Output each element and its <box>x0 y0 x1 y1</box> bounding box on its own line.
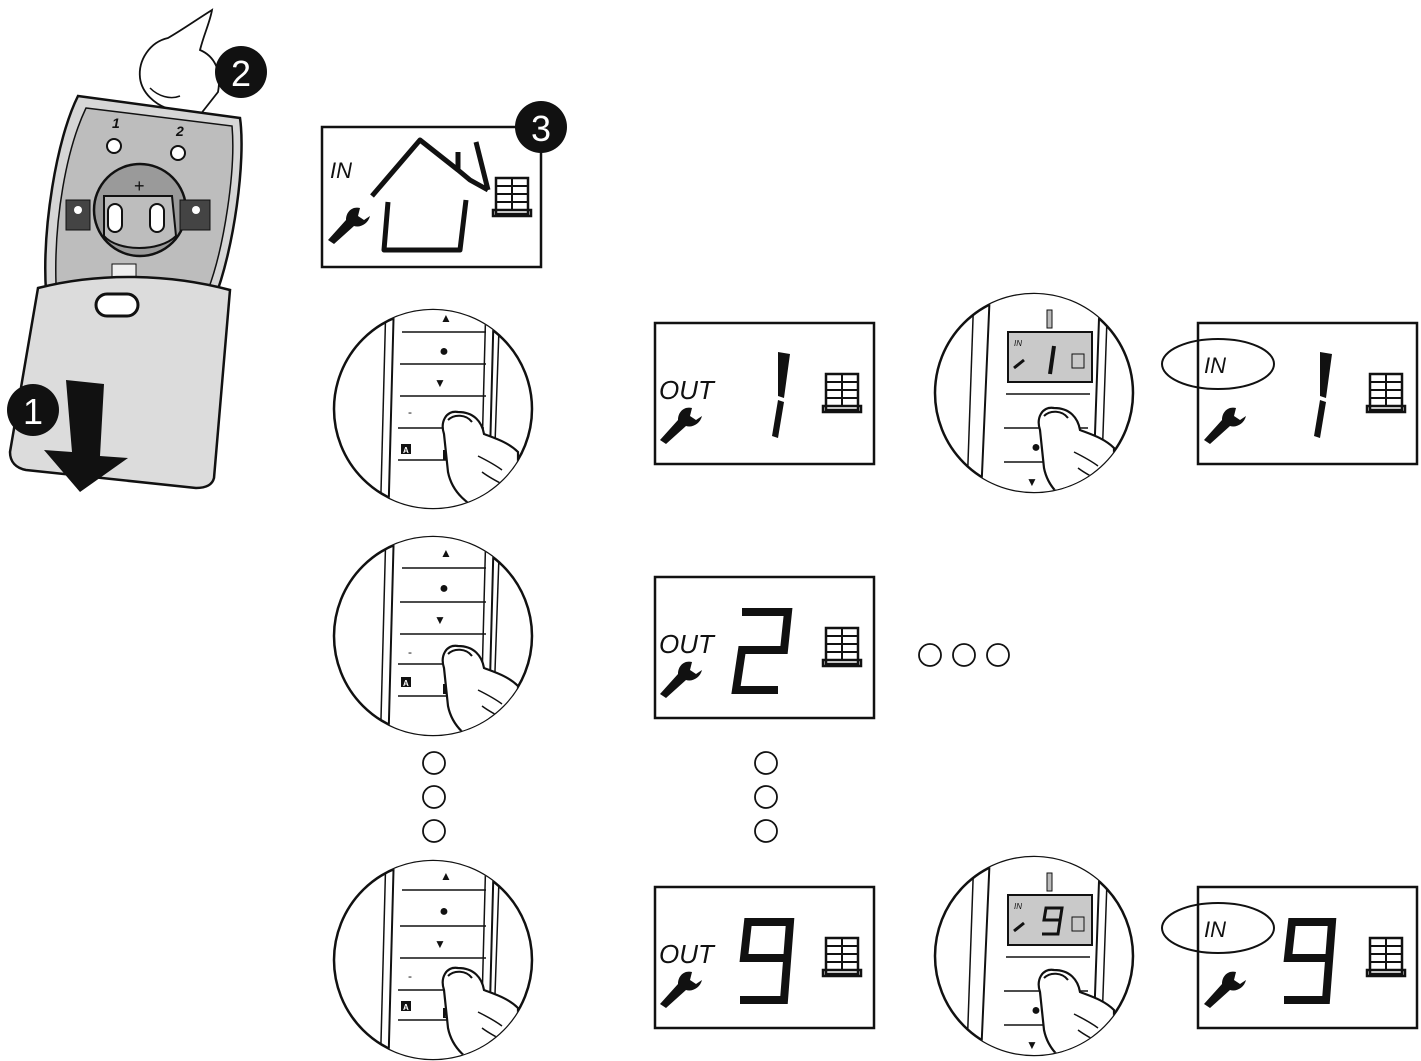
lcd-out-label: OUT <box>659 939 716 969</box>
slot-2-label: 2 <box>175 123 184 139</box>
digit-1 <box>1314 352 1332 438</box>
channel-1-value: 1 <box>0 0 1 1</box>
hand-sketch <box>138 8 220 123</box>
stop-button-icon: ● <box>439 903 449 920</box>
a-button-label: A <box>403 1003 409 1012</box>
step-badge-1-label: 1 <box>23 391 43 432</box>
remote-closeup-3: ▲ ● ▼ - A B <box>332 859 534 1061</box>
lcd-out-1: OUT 1 <box>0 0 876 466</box>
prog-button-dash: - <box>408 405 412 419</box>
channel-9-value: 9 <box>0 0 1 1</box>
remote-screen-closeup-1: IN ● ▼ <box>933 292 1135 494</box>
stop-button-icon: ● <box>1031 439 1041 456</box>
lcd-in-1: IN <box>1161 321 1419 466</box>
lcd-out-2: OUT 2 <box>0 0 876 720</box>
remote-closeup-1: ▲ ● ▼ - A B <box>332 308 534 510</box>
down-button-icon: ▼ <box>1026 1038 1038 1052</box>
battery-plus: + <box>134 176 145 196</box>
lcd-house-panel: IN <box>320 125 543 269</box>
stop-button-icon: ● <box>439 343 449 360</box>
down-button-icon: ▼ <box>434 613 446 627</box>
a-button-label: A <box>403 679 409 688</box>
channel-2-value: 2 <box>0 0 1 1</box>
mini-in-label: IN <box>1014 902 1022 911</box>
continuation-dots-middle <box>754 751 778 843</box>
down-button-icon: ▼ <box>1026 475 1038 489</box>
step-badge-2: 2 <box>215 46 267 98</box>
digit-9 <box>739 918 795 1004</box>
down-arrow-icon <box>44 380 128 492</box>
continuation-dots-left <box>422 751 446 843</box>
stop-button-icon: ● <box>1031 1002 1041 1019</box>
continuation-dots-horizontal <box>918 643 1010 667</box>
lcd-out-label: OUT <box>659 629 716 659</box>
digit-1 <box>772 352 790 438</box>
lcd-out-label: OUT <box>659 375 716 405</box>
prog-button-dash: - <box>408 645 412 659</box>
up-button-icon: ▲ <box>440 311 452 325</box>
down-button-icon: ▼ <box>434 937 446 951</box>
up-button-icon: ▲ <box>440 869 452 883</box>
digit-9 <box>1283 918 1337 1004</box>
step-badge-3-label: 3 <box>531 108 551 149</box>
slot-1-label: 1 <box>112 115 120 131</box>
lcd-in-label: IN <box>1204 917 1226 942</box>
step-badge-1: 1 <box>7 384 59 436</box>
digit-2 <box>731 608 793 694</box>
stop-button-icon: ● <box>439 580 449 597</box>
mini-in-label: IN <box>1014 339 1022 348</box>
up-button-icon: ▲ <box>440 546 452 560</box>
down-button-icon: ▼ <box>434 376 446 390</box>
slot-2-hole <box>170 145 186 161</box>
lcd-house-in-label: IN <box>330 158 352 183</box>
lcd-in-9: IN <box>1161 885 1419 1030</box>
remote-open-illustration: 1 2 + <box>8 8 243 492</box>
remote-closeup-2: ▲ ● ▼ - A B <box>332 535 534 737</box>
battery-cover <box>8 275 232 490</box>
a-button-label: A <box>403 446 409 455</box>
lcd-out-9: OUT 9 <box>0 0 876 1030</box>
prog-button-dash: - <box>408 969 412 983</box>
lcd-in-label: IN <box>1204 353 1226 378</box>
step-badge-2-label: 2 <box>231 53 251 94</box>
step-badge-3: 3 <box>515 101 567 153</box>
house-icon <box>370 137 491 253</box>
remote-screen-closeup-2: IN ● ▼ <box>933 855 1135 1057</box>
slot-1-hole <box>106 138 122 154</box>
